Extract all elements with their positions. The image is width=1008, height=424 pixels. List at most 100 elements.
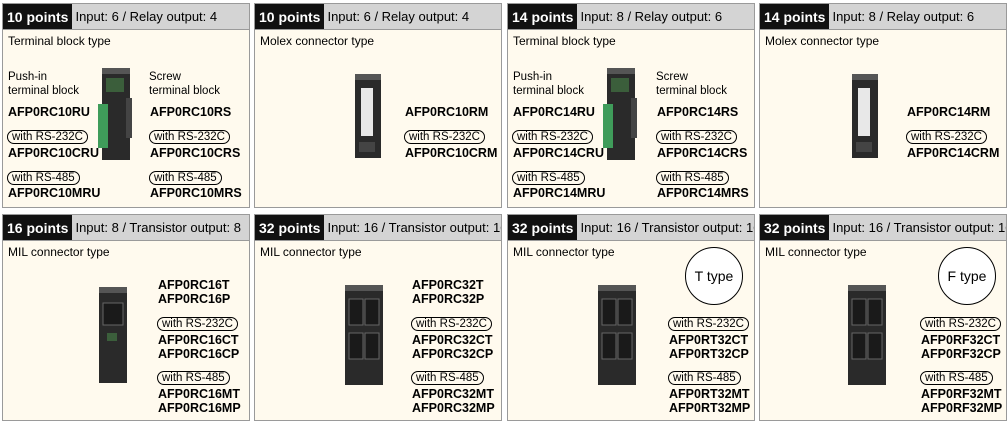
connector-type: MIL connector type [513,245,615,259]
model-t-rs485-p: AFP0RT32MP [669,401,751,415]
model-mil-rs232c-t: AFP0RC32CT [412,333,493,347]
model-t-rs232c-t: AFP0RT32CT [669,333,749,347]
t-type-badge: T type [685,247,743,305]
card-header: 32 points Input: 16 / Transistor output:… [760,215,1006,241]
model-mil-t: AFP0RC32T [412,278,484,292]
points-badge: 32 points [760,215,830,240]
product-card-32pt-f-type: 32 points Input: 16 / Transistor output:… [759,214,1007,421]
rs232c-pill: with RS-232C [512,130,593,144]
model-f-rs485-p: AFP0RF32MP [921,401,1003,415]
rs485-pill: with RS-485 [149,171,222,185]
rs485-pill: with RS-485 [411,371,484,385]
io-spec: Input: 16 / Transistor output: 16 [580,220,755,235]
model-mil-rs232c-p: AFP0RC32CP [412,347,494,361]
io-spec: Input: 6 / Relay output: 4 [327,9,470,24]
model-screw: AFP0RC14RS [657,105,739,119]
rs485-pill: with RS-485 [656,171,729,185]
rs232c-pill: with RS-232C [7,130,88,144]
rs232c-pill: with RS-232C [656,130,737,144]
points-badge: 14 points [508,4,578,29]
connector-type: Terminal block type [513,34,616,48]
model-molex-rs232c: AFP0RC10CRM [405,146,498,160]
connector-type: Molex connector type [765,34,880,48]
model-pushin-rs485: AFP0RC10MRU [8,186,101,200]
model-pushin-rs232c: AFP0RC14CRU [513,146,604,160]
pushin-label: Push-in terminal block [8,71,79,97]
rs232c-pill: with RS-232C [149,130,230,144]
model-t-rs485-t: AFP0RT32MT [669,387,750,401]
rs485-pill: with RS-485 [157,371,230,385]
product-card-10pt-terminal: 10 points Input: 6 / Relay output: 4 Ter… [2,3,250,208]
rs232c-pill: with RS-232C [906,130,987,144]
rs485-pill: with RS-485 [920,371,993,385]
model-molex: AFP0RC10RM [405,105,489,119]
model-mil-t: AFP0RC16T [158,278,230,292]
connector-type: MIL connector type [765,245,867,259]
screw-label: Screw terminal block [149,71,220,97]
model-pushin-rs232c: AFP0RC10CRU [8,146,99,160]
card-header: 14 points Input: 8 / Relay output: 6 [760,4,1006,30]
points-badge: 10 points [255,4,325,29]
product-card-32pt-t-type: 32 points Input: 16 / Transistor output:… [507,214,755,421]
product-card-14pt-terminal: 14 points Input: 8 / Relay output: 6 Ter… [507,3,755,208]
product-card-10pt-molex: 10 points Input: 6 / Relay output: 4 Mol… [254,3,502,208]
pushin-label: Push-in terminal block [513,71,584,97]
points-badge: 32 points [255,215,325,240]
rs485-pill: with RS-485 [7,171,80,185]
io-spec: Input: 8 / Relay output: 6 [580,9,723,24]
model-screw: AFP0RC10RS [150,105,232,119]
screw-label: Screw terminal block [656,71,727,97]
product-card-14pt-molex: 14 points Input: 8 / Relay output: 6 Mol… [759,3,1007,208]
rs232c-pill: with RS-232C [920,317,1001,331]
model-screw-rs232c: AFP0RC10CRS [150,146,241,160]
points-badge: 14 points [760,4,830,29]
card-header: 10 points Input: 6 / Relay output: 4 [3,4,249,30]
model-t-rs232c-p: AFP0RT32CP [669,347,749,361]
plc-terminal-device-image [603,68,637,160]
model-molex-rs232c: AFP0RC14CRM [907,146,1000,160]
model-mil-rs485-p: AFP0RC16MP [158,401,241,415]
plc-mil-device-image [99,287,127,383]
card-header: 32 points Input: 16 / Transistor output:… [508,215,754,241]
rs485-pill: with RS-485 [668,371,741,385]
model-mil-p: AFP0RC16P [158,292,231,306]
plc-molex-device-image [355,74,381,158]
plc-mil-device-image [598,285,636,385]
points-badge: 10 points [3,4,73,29]
rs232c-pill: with RS-232C [411,317,492,331]
product-card-32pt-mil: 32 points Input: 16 / Transistor output:… [254,214,502,421]
plc-mil-device-image [848,285,886,385]
connector-type: Molex connector type [260,34,375,48]
connector-type: MIL connector type [260,245,362,259]
points-badge: 16 points [3,215,73,240]
plc-terminal-device-image [98,68,132,160]
product-card-16pt-mil: 16 points Input: 8 / Transistor output: … [2,214,250,421]
plc-mil-device-image [345,285,383,385]
io-spec: Input: 8 / Relay output: 6 [832,9,975,24]
model-mil-rs232c-t: AFP0RC16CT [158,333,239,347]
card-header: 14 points Input: 8 / Relay output: 6 [508,4,754,30]
model-screw-rs485: AFP0RC10MRS [150,186,242,200]
model-mil-p: AFP0RC32P [412,292,485,306]
model-mil-rs485-t: AFP0RC16MT [158,387,240,401]
io-spec: Input: 8 / Transistor output: 8 [75,220,241,235]
card-header: 32 points Input: 16 / Transistor output:… [255,215,501,241]
rs485-pill: with RS-485 [512,171,585,185]
io-spec: Input: 6 / Relay output: 4 [75,9,218,24]
rs232c-pill: with RS-232C [157,317,238,331]
card-header: 16 points Input: 8 / Transistor output: … [3,215,249,241]
rs232c-pill: with RS-232C [668,317,749,331]
model-screw-rs232c: AFP0RC14CRS [657,146,748,160]
model-pushin-rs485: AFP0RC14MRU [513,186,606,200]
plc-molex-device-image [852,74,878,158]
model-f-rs232c-p: AFP0RF32CP [921,347,1001,361]
card-header: 10 points Input: 6 / Relay output: 4 [255,4,501,30]
io-spec: Input: 16 / Transistor output: 16 [327,220,502,235]
model-mil-rs232c-p: AFP0RC16CP [158,347,240,361]
io-spec: Input: 16 / Transistor output: 16 [832,220,1007,235]
f-type-badge: F type [938,247,996,305]
points-badge: 32 points [508,215,578,240]
connector-type: Terminal block type [8,34,111,48]
model-f-rs485-t: AFP0RF32MT [921,387,1002,401]
model-pushin: AFP0RC14RU [513,105,595,119]
